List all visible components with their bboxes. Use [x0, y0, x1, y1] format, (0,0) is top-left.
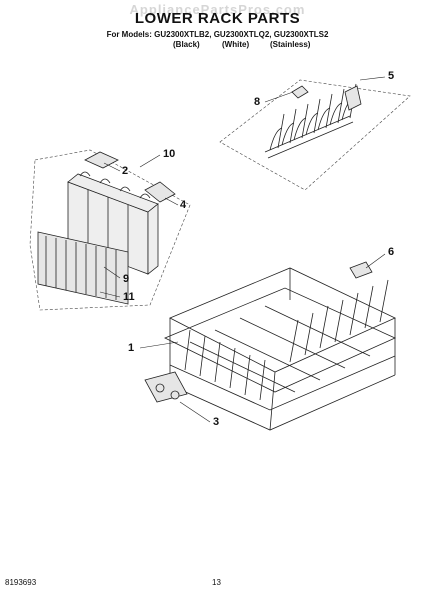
callout-3: 3: [213, 416, 220, 428]
leader-4: [164, 197, 179, 206]
callout-11: 11: [123, 291, 135, 303]
callout-8: 8: [254, 96, 261, 108]
clip-part-8: [291, 85, 309, 99]
leader-1: [139, 341, 179, 349]
leader-8: [264, 91, 294, 103]
wheel-part-3: [144, 371, 188, 403]
lower-rack-part-1: [164, 267, 396, 431]
callout-4: 4: [180, 199, 187, 211]
lid-part-4: [144, 181, 176, 203]
variant-black: (Black): [173, 40, 200, 49]
tine-row-part: [264, 83, 362, 159]
leader-2: [103, 162, 121, 172]
leader-3: [179, 401, 211, 423]
callout-6: 6: [388, 246, 395, 258]
leader-5: [359, 76, 386, 81]
leader-6: [365, 253, 386, 269]
leader-11: [99, 291, 121, 298]
doc-number: 8193693: [5, 578, 37, 587]
variant-stainless: (Stainless): [270, 40, 311, 49]
callout-1: 1: [128, 342, 135, 354]
callout-2: 2: [122, 165, 129, 177]
roller-part-6: [349, 261, 373, 279]
page-title: LOWER RACK PARTS: [134, 10, 301, 27]
basket-outline: [29, 149, 191, 311]
leader-9: [103, 266, 121, 279]
callout-5: 5: [388, 70, 395, 82]
watermark: AppliancePartsPros.com: [129, 2, 306, 17]
callout-10: 10: [163, 148, 176, 160]
lid-part-2: [84, 151, 119, 169]
leader-10: [139, 154, 161, 168]
variant-white: (White): [222, 40, 250, 49]
side-panel-part-11: [37, 231, 129, 305]
tine-row-outline: [219, 79, 411, 191]
models-line: For Models: GU2300XTLB2, GU2300XTLQ2, GU…: [106, 30, 329, 39]
callout-9: 9: [123, 273, 130, 285]
page-number: 13: [212, 578, 221, 587]
